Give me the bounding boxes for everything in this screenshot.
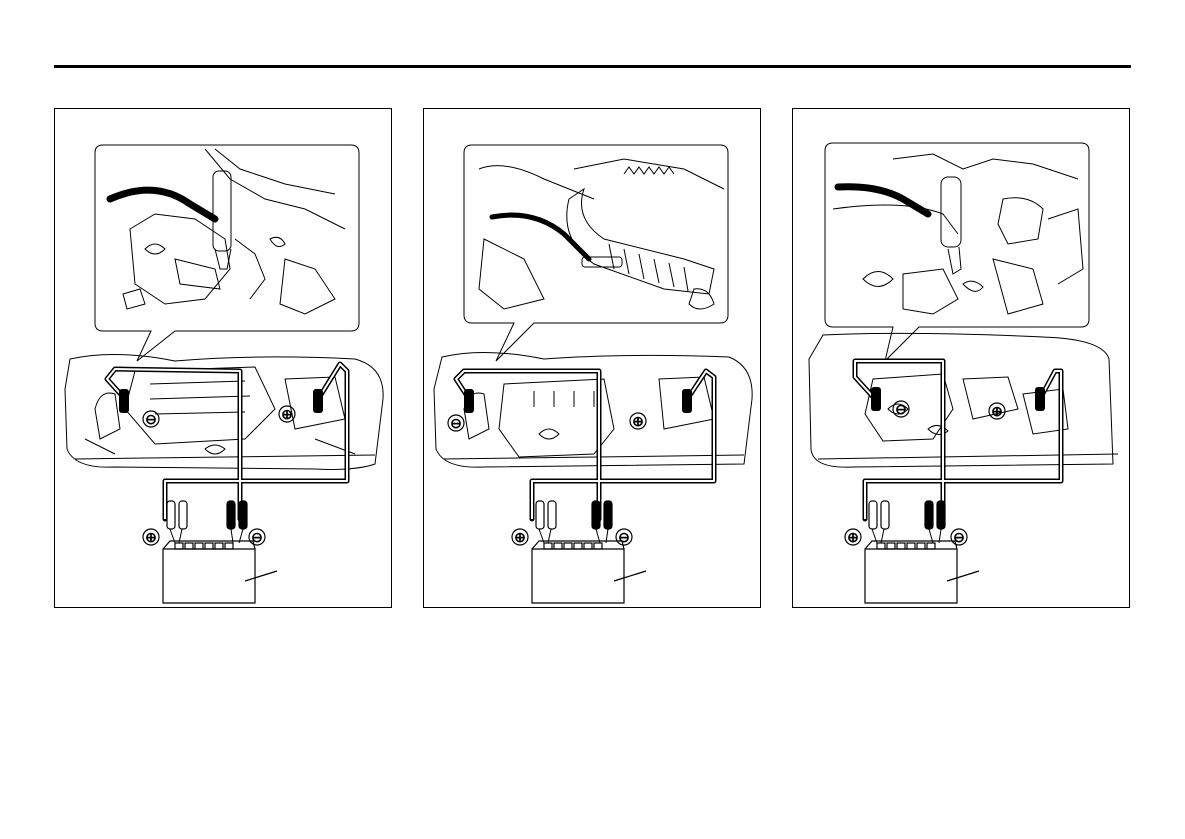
panel-1-diagram: ⊖ ⊕ ⊕ ⊖ <box>55 109 392 608</box>
battery-negative-symbol: ⊖ <box>953 529 965 545</box>
detail-cable <box>492 215 589 259</box>
engine-positive-clamp <box>313 389 323 413</box>
engine-negative-clamp <box>464 389 474 413</box>
panel-1: ⊖ ⊕ ⊕ ⊖ <box>54 108 392 608</box>
battery-positive-clamp-a <box>167 501 175 529</box>
engine-negative-symbol: ⊖ <box>145 411 157 427</box>
battery <box>865 549 957 603</box>
panel-3-diagram: ⊖ ⊕ ⊕ ⊖ <box>793 109 1130 608</box>
battery <box>532 549 624 603</box>
engine-positive-symbol: ⊕ <box>632 413 644 429</box>
battery-positive-symbol: ⊕ <box>145 529 157 545</box>
battery-negative-clamp-a <box>227 501 235 529</box>
engine-positive-symbol: ⊕ <box>991 403 1003 419</box>
detail-clamp <box>213 171 231 251</box>
detail-cable <box>838 187 928 214</box>
air-intake-hose <box>567 189 714 294</box>
panel-2: ⊖ ⊕ ⊕ ⊖ <box>423 108 761 608</box>
battery-positive-symbol: ⊕ <box>847 529 859 545</box>
engine-negative-symbol: ⊖ <box>450 415 462 431</box>
battery <box>163 549 255 603</box>
callout-bubble <box>464 145 728 361</box>
engine-negative-symbol: ⊖ <box>895 401 907 417</box>
detail-clamp <box>941 177 961 247</box>
battery-negative-symbol: ⊖ <box>618 529 630 545</box>
panel-3: ⊖ ⊕ ⊕ ⊖ <box>792 108 1130 608</box>
battery-negative-symbol: ⊖ <box>251 529 263 545</box>
battery-positive-symbol: ⊕ <box>514 529 526 545</box>
engine-negative-clamp <box>119 389 129 413</box>
engine-bay-outline <box>809 333 1113 467</box>
engine-positive-symbol: ⊕ <box>281 406 293 422</box>
engine-positive-clamp <box>682 389 692 413</box>
top-rule <box>54 65 1131 68</box>
callout-bubble <box>825 143 1089 361</box>
engine-negative-clamp <box>871 387 881 411</box>
engine-positive-clamp <box>1035 387 1045 411</box>
panel-2-diagram: ⊖ ⊕ ⊕ ⊖ <box>424 109 761 608</box>
